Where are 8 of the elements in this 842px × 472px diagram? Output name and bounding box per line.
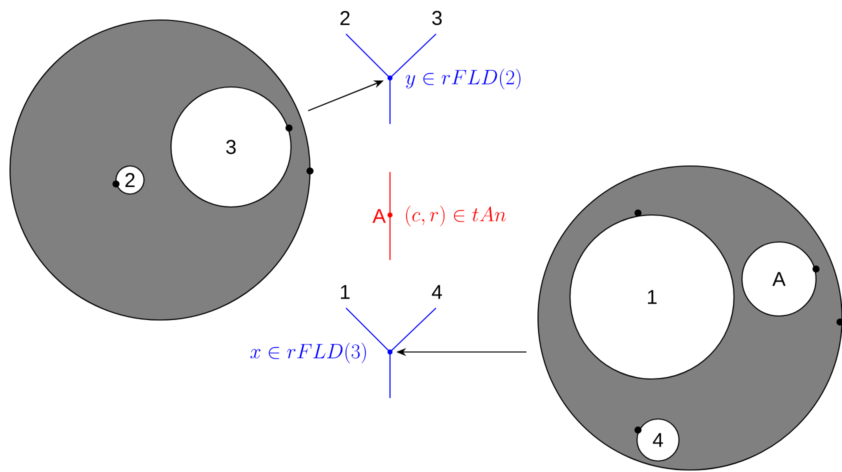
formula-label: $x \in rFLD(3)$ — [250, 342, 366, 364]
leaf-label: 2 — [340, 11, 350, 25]
leaf-label: 1 — [340, 285, 350, 299]
formula-label: $y \in rFLD(2)$ — [406, 68, 520, 90]
leaf-label: 3 — [432, 10, 442, 26]
formula-label: $(c, r) \in tAn$ — [406, 206, 506, 226]
leaf-label: 4 — [432, 285, 442, 299]
point-label: A — [372, 209, 386, 223]
